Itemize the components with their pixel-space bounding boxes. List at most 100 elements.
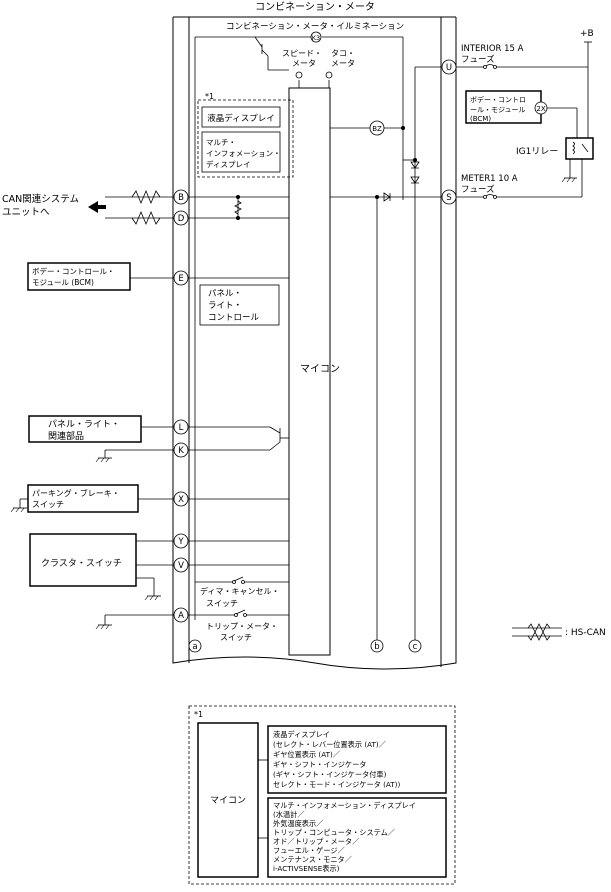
panel-light-parts-label-1: パネル・ライト・ [48,419,120,430]
footnote-marker: *1 [194,710,203,719]
footnote-lcd-line: セレクト・モード・インジケータ (AT)) [273,780,400,789]
gauge-connectors [295,71,333,79]
illumination-connector [310,31,322,43]
meter-fuse-label-1: METER1 10 A [461,174,518,184]
lcd-display-box [201,106,281,128]
microcomputer-label: マイコン [300,364,340,375]
footnote-lcd-line: (ギヤ・シフト・インジケータ付車) [273,770,387,779]
tachometer-label-1: タコ・ [331,49,355,58]
footnote-lcd-line: 液晶ディスプレイ [273,730,330,739]
right-bcm-label-1: ボデー・コントロ [470,95,526,104]
footnote-mid-box [267,797,447,878]
termination-resistor [234,200,242,215]
note-group-marker: *1 [205,92,214,101]
terminal-e: E [178,274,183,284]
terminal-b: B [178,193,184,203]
ground-hatch-right [561,177,576,183]
speedometer-label-1: スピード・ [282,49,322,58]
speedometer-label-2: メータ [292,59,316,68]
note-group-box [197,99,294,178]
multi-info-label-2: インフォメーション・ [206,149,281,158]
terminal-u: U [446,63,452,73]
tachometer-label-2: メータ [331,59,355,68]
terminal-v: V [178,561,184,571]
meter-outline [172,16,457,670]
meter-fuse-label-2: フューズ [461,184,495,195]
footnote-mid-line: メンテナンス・モニタ／ [273,855,352,864]
terminal-y: Y [177,537,184,547]
footnote-lcd-line: ギヤ・シフト・インジケータ [273,760,366,769]
footnote-mid-line: トリップ・コンピュータ・システム／ [273,828,395,837]
dimmer-cancel-switch-2: スイッチ [206,599,238,608]
dimmer-cancel-switch-1: ディマ・キャンセル・ [200,586,279,596]
meter-switches [232,576,247,617]
footnote-box [188,705,456,885]
footnote-lcd-line: (セレクト・レバー位置表示 (AT)／ [273,740,386,749]
panel-light-control-3: コントロール [208,313,260,323]
left-bcm-label-1: ボデー・コントロール・ [32,266,115,276]
can-systems-label-1: CAN関連システム [2,193,79,205]
buzzer-icon [369,120,385,136]
illumination-label: コンビネーション・メータ・イルミネーション [226,22,404,32]
interior-fuse-label-1: INTERIOR 15 A [461,44,524,54]
fuse-icons [483,64,497,199]
illumination-connector-label: K3 [312,34,320,42]
relay-contact-icon [581,143,589,153]
footnote-lcd-box [267,725,447,794]
terminal-l: L [179,423,184,433]
hs-can-legend-icon [512,623,562,641]
diodes [383,161,420,202]
right-bcm-box [465,90,542,124]
left-bcm-box [27,262,131,291]
junction-dots [236,126,417,220]
multi-info-display-box [201,131,281,173]
right-bcm-label-2: ール・モジュール [470,106,526,114]
terminal-a-lower: a [192,642,197,652]
multi-info-label-3: ディスプレイ [206,159,250,169]
cluster-switch-label: クラスタ・スイッチ [41,558,122,569]
bcm-pin-connector [534,101,548,115]
parking-brake-label-1: パーキング・ブレーキ・ [32,488,120,498]
panel-light-control-1: パネル・ [208,289,242,299]
multi-info-label-1: マルチ・ [206,138,236,147]
meter-title: コンビネーション・メータ [255,1,375,13]
power-label: +B [580,29,594,39]
parking-brake-switch-box [27,484,139,513]
can-direction-arrow-icon [88,201,106,213]
footnote-lcd-line: ギヤ位置表示 (AT)／ [273,750,340,759]
trip-meter-switch-1: トリップ・メータ・ [206,622,278,631]
parking-brake-label-2: スイッチ [32,500,64,509]
left-bcm-label-2: モジュール (BCM) [32,278,94,287]
hs-can-legend-label: : HS-CAN [565,628,606,638]
footnote-mid-line: オド／トリップ・メータ／ [273,837,359,846]
ig1-relay-box [565,137,594,160]
cluster-switch-box [29,533,137,587]
footnote-mid-line: i-ACTIVSENSE表示) [273,864,340,873]
lcd-display-label: 液晶ディスプレイ [207,113,274,124]
panel-light-parts-box [28,415,142,443]
terminal-b-lower: b [374,642,379,652]
ig1-relay-label: IG1リレー [516,147,558,157]
ground-hatch [10,457,159,630]
left-external-wiring [13,189,174,626]
interior-fuse-label-2: フューズ [461,54,495,65]
trip-meter-switch-2: スイッチ [220,633,252,642]
panel-light-control-2: ライト・ [208,301,242,311]
footnote-microcomputer-label: マイコン [210,796,246,806]
bcm-pin-label: 2X [536,105,545,113]
microcomputer-box [288,87,331,656]
footnote-mid-line: マルチ・インフォメーション・ディスプレイ [273,801,416,810]
right-bcm-label-3: (BCM) [470,115,491,123]
footnote-microcomputer-box [197,722,259,878]
terminal-s: S [446,193,451,203]
terminal-c-lower: c [413,642,418,652]
terminal-d: D [178,214,185,224]
relay-coil-icon [572,141,575,155]
terminal-x: X [178,495,184,505]
footnote-mid-line: フューエル・ゲージ／ [273,846,345,855]
buzzer-label: BZ [372,125,382,133]
panel-light-control-box [199,284,280,326]
panel-light-parts-label-2: 関連部品 [48,430,84,442]
footnote-mid-line: (水温計／ [273,810,305,819]
